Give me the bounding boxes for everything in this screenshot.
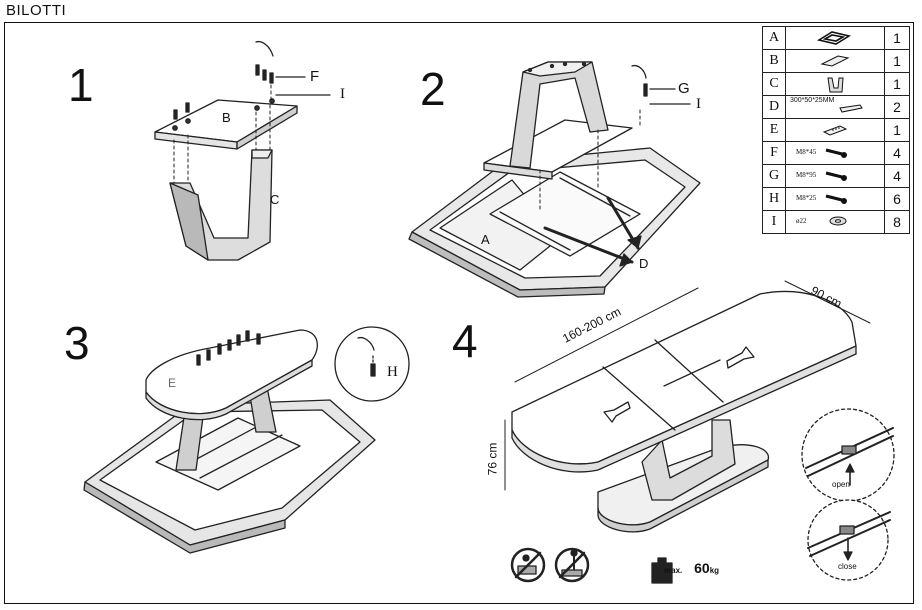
part-letter: A [762,26,786,50]
step1-illustration [154,40,331,261]
bolt-icon [816,191,852,208]
part-letter: E [762,118,786,142]
step-number-2: 2 [420,63,446,115]
part-code: 300*50*25MM [790,97,835,104]
part-symbol: M8*95 [785,164,885,188]
step3-illustration [83,326,410,554]
max-weight: max. 60kg [664,560,719,576]
part-code: M8*95 [796,171,817,179]
part-quantity: 1 [884,118,910,142]
part-symbol: M8*25 [785,187,885,211]
part-symbol: 300*50*25MM [785,95,885,121]
bolt-icon [816,145,852,162]
part-letter: C [762,72,786,96]
callout-a: A [481,232,490,247]
part-code: ø22 [796,217,807,225]
part-quantity: 1 [884,49,910,73]
part-row: G M8*95 4 [762,164,910,188]
part-code: M8*45 [796,148,817,156]
part-symbol [785,49,885,73]
part-symbol: ø22 [785,210,885,234]
washer-icon [816,214,852,231]
part-quantity: 1 [884,26,910,50]
slide-close-label: close [838,562,857,571]
part-letter: D [762,95,786,119]
step4-illustration [504,280,895,584]
part-letter: B [762,49,786,73]
callout-c: C [270,192,280,207]
bracket-part-icon [816,122,852,141]
part-quantity: 4 [884,141,910,165]
part-letter: H [762,187,786,211]
bolt-icon [816,168,852,185]
part-letter: I [762,210,786,234]
plate-part-icon [816,53,852,72]
callout-i-step1: I [340,86,345,102]
part-quantity: 1 [884,72,910,96]
part-letter: F [762,141,786,165]
max-weight-value: 60 [694,560,710,576]
step2-illustration [408,61,701,298]
part-symbol: M8*45 [785,141,885,165]
beam-part-icon [830,102,866,121]
slide-open-label: open [832,480,850,489]
part-letter: G [762,164,786,188]
callout-f: F [310,68,320,85]
callout-g: G [678,80,690,97]
callout-e: E [168,376,177,390]
callout-h: H [387,364,398,380]
step-number-3: 3 [64,317,90,369]
part-symbol [785,26,885,50]
part-quantity: 8 [884,210,910,234]
frame-part-icon [816,30,852,49]
no-sit-warning-icon [510,547,546,583]
brand-name: BILOTTI [6,2,67,19]
part-row: F M8*45 4 [762,141,910,165]
callout-b: B [222,110,231,125]
dimension-height: 76 cm [485,442,500,476]
step-number-4: 4 [452,315,478,367]
callout-i-step2: I [696,96,701,112]
part-symbol [785,72,885,97]
weight-icon [651,557,673,584]
part-quantity: 6 [884,187,910,211]
no-stand-warning-icon [554,547,590,583]
part-code: M8*25 [796,194,817,202]
max-weight-prefix: max. [664,566,683,575]
part-row: H M8*25 6 [762,187,910,211]
leg-part-icon [816,76,852,97]
part-quantity: 4 [884,164,910,188]
step-number-1: 1 [68,59,94,111]
part-quantity: 2 [884,95,910,119]
max-weight-unit: kg [709,566,720,575]
part-row: D 300*50*25MM 2 [762,95,910,121]
instruction-frame [4,22,914,604]
callout-d: D [639,256,649,271]
part-symbol [785,118,885,142]
